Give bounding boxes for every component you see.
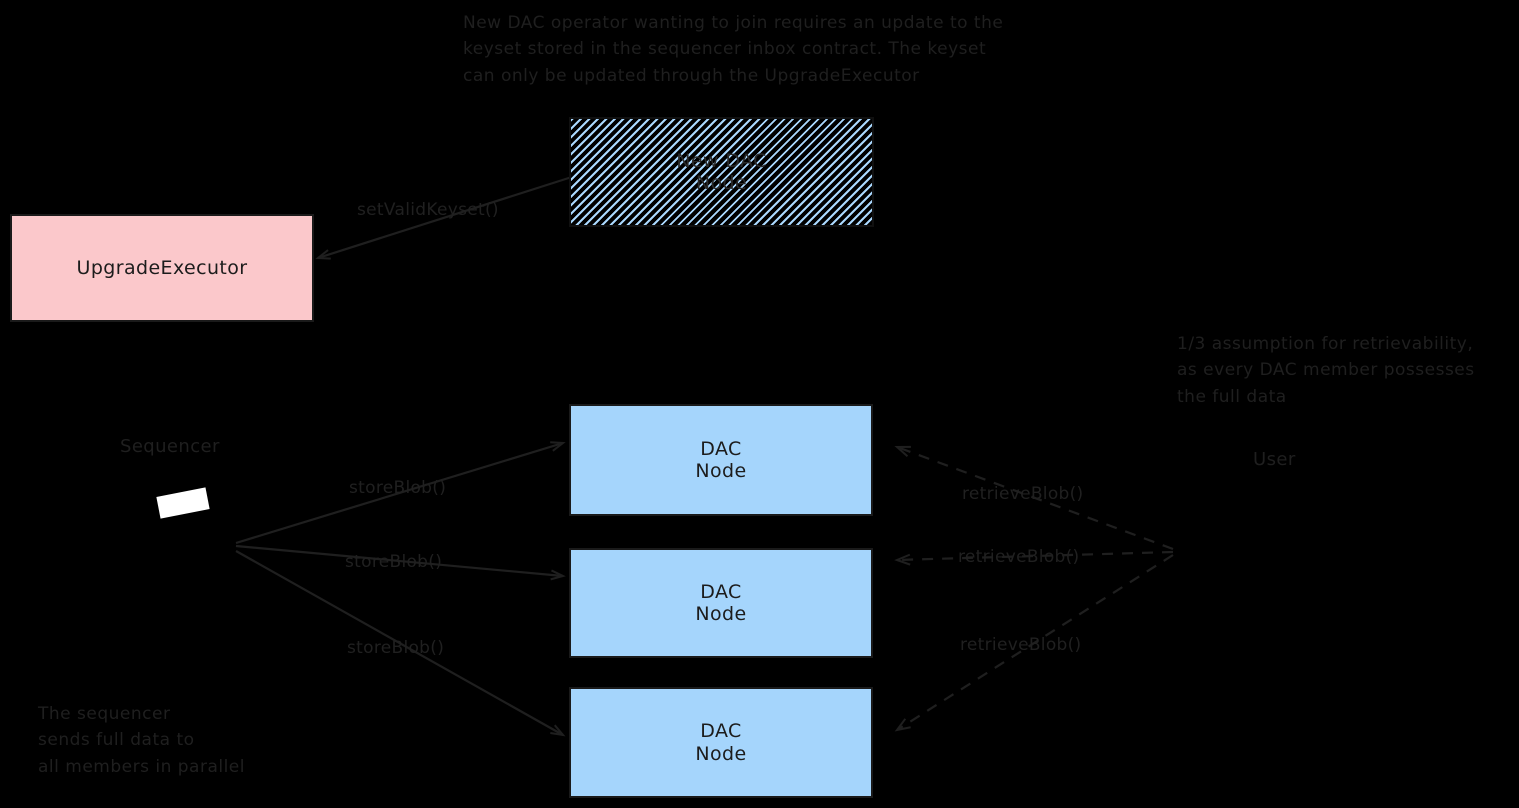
node-dac-node-2-label: DAC Node xyxy=(695,580,747,625)
actor-sequencer-label: Sequencer xyxy=(120,436,220,457)
node-dac-node-1[interactable]: DAC Node xyxy=(569,404,873,516)
edge-label-set-valid-keyset: setValidKeyset() xyxy=(357,200,499,220)
annotation-keyset-note: New DAC operator wanting to join require… xyxy=(463,13,1004,86)
sequencer-glyph-icon xyxy=(156,487,210,519)
node-new-dac-node[interactable]: New DAC Node xyxy=(569,117,874,227)
node-dac-node-3-label: DAC Node xyxy=(695,720,747,765)
edge-label-retrieve-blob-3: retrieveBlob() xyxy=(960,635,1082,655)
node-upgrade-executor-label: UpgradeExecutor xyxy=(76,256,248,279)
edge-label-store-blob-2: storeBlob() xyxy=(345,552,443,572)
edge-label-store-blob-3: storeBlob() xyxy=(347,638,445,658)
node-dac-node-1-label: DAC Node xyxy=(695,437,747,482)
node-dac-node-3[interactable]: DAC Node xyxy=(569,687,873,798)
edge-label-store-blob-1: storeBlob() xyxy=(349,478,447,498)
edge-label-retrieve-blob-1: retrieveBlob() xyxy=(962,484,1084,504)
actor-user-label: User xyxy=(1253,449,1296,470)
annotation-sequencer-note: The sequencer sends full data to all mem… xyxy=(38,704,245,777)
annotation-retrievability-note: 1/3 assumption for retrievability, as ev… xyxy=(1177,334,1475,407)
edge-label-retrieve-blob-2: retrieveBlob() xyxy=(958,547,1080,567)
node-new-dac-node-label: New DAC Node xyxy=(676,149,767,194)
node-upgrade-executor[interactable]: UpgradeExecutor xyxy=(10,214,314,322)
node-dac-node-2[interactable]: DAC Node xyxy=(569,548,873,658)
